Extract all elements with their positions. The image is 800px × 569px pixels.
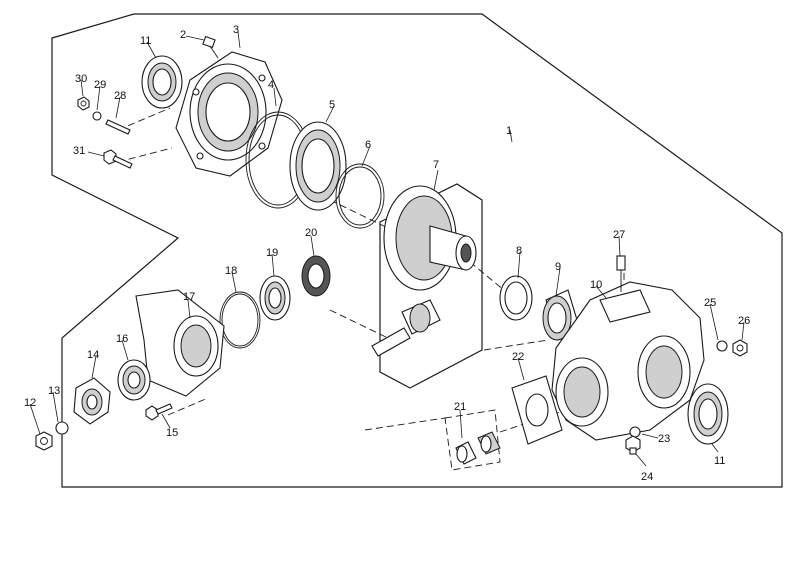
label-1: 1 — [506, 125, 512, 137]
o-ring-18 — [219, 291, 261, 349]
label-24: 24 — [641, 471, 653, 483]
assembly-line — [117, 107, 625, 433]
lock-nut-20 — [301, 255, 331, 297]
label-6: 6 — [365, 139, 371, 151]
label-15: 15 — [166, 427, 178, 439]
gear-group-frame — [379, 183, 483, 389]
label-16: 16 — [116, 333, 128, 345]
label-11-right: 11 — [714, 455, 725, 467]
nut-12 — [35, 431, 53, 451]
label-29: 29 — [94, 79, 106, 91]
label-19: 19 — [266, 247, 278, 259]
label-26: 26 — [738, 315, 750, 327]
bearing-group-frame — [444, 409, 501, 471]
needle-bearing-21 — [455, 431, 501, 465]
bolt-15 — [145, 403, 173, 421]
seal-11-right — [687, 383, 729, 445]
nut-30 — [77, 96, 90, 111]
gasket-22 — [511, 375, 563, 445]
flange-housing-17 — [135, 289, 225, 397]
label-25: 25 — [704, 297, 716, 309]
label-11-top: 11 — [140, 35, 151, 47]
washer-23 — [629, 426, 641, 438]
label-5: 5 — [329, 99, 335, 111]
label-14: 14 — [87, 349, 99, 361]
pinion-gear — [371, 299, 441, 357]
bolt-26 — [732, 339, 748, 357]
shim-6-inner — [338, 166, 382, 226]
label-31: 31 — [73, 145, 85, 157]
main-housing-10 — [551, 281, 705, 441]
assembly-frame — [51, 13, 783, 488]
label-7: 7 — [433, 159, 439, 171]
label-4: 4 — [268, 79, 274, 91]
washer-29 — [92, 111, 102, 121]
label-12: 12 — [24, 397, 36, 409]
label-9: 9 — [555, 261, 561, 273]
label-23: 23 — [658, 433, 670, 445]
seal-11-top — [141, 55, 183, 109]
bolt-2 — [202, 35, 219, 59]
label-18: 18 — [225, 265, 237, 277]
o-ring-18-inner — [221, 293, 259, 347]
seal-16 — [117, 359, 151, 401]
bearing-5 — [289, 121, 347, 211]
label-2: 2 — [180, 29, 186, 41]
stud-28 — [105, 119, 131, 135]
label-22: 22 — [512, 351, 524, 363]
washer-13 — [55, 421, 69, 435]
bearing-19 — [259, 275, 291, 321]
ring-gear-7 — [383, 185, 477, 291]
bolt-31 — [103, 149, 133, 169]
gasket-8 — [499, 275, 533, 321]
plug-24 — [625, 435, 641, 455]
label-3: 3 — [233, 24, 239, 36]
label-20: 20 — [305, 227, 317, 239]
label-28: 28 — [114, 90, 126, 102]
label-30: 30 — [75, 73, 87, 85]
housing-cover-3 — [175, 51, 283, 177]
label-13: 13 — [48, 385, 60, 397]
drive-flange-14 — [73, 377, 111, 425]
label-17: 17 — [183, 291, 195, 303]
breather-27 — [616, 255, 626, 292]
leader-lines — [29, 31, 745, 467]
washer-25 — [716, 340, 728, 352]
label-27: 27 — [613, 229, 625, 241]
label-21: 21 — [454, 401, 466, 413]
shim-6 — [335, 163, 385, 229]
label-8: 8 — [516, 245, 522, 257]
label-10: 10 — [590, 279, 602, 291]
